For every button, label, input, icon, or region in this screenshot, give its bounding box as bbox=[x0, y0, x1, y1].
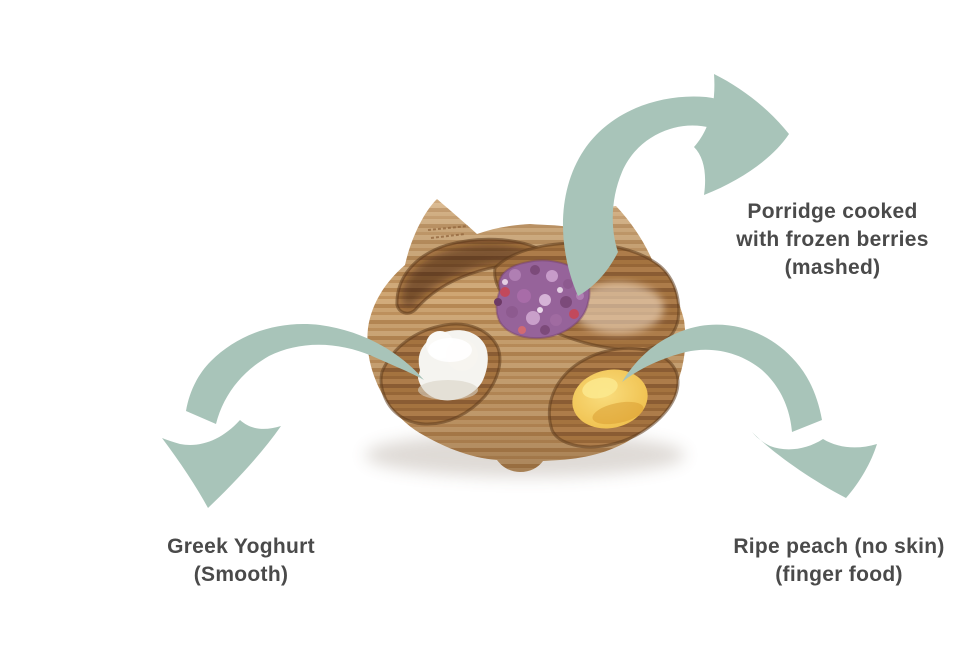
plate bbox=[367, 199, 686, 472]
food-peach bbox=[572, 369, 648, 429]
label-yoghurt-line-2: (Smooth) bbox=[193, 563, 289, 586]
label-porridge-line-2: with frozen berries bbox=[736, 228, 929, 251]
label-yoghurt: Greek Yoghurt (Smooth) bbox=[116, 533, 366, 589]
compartment-top-left-shadow bbox=[402, 244, 533, 307]
ear-engraving bbox=[427, 225, 469, 239]
arrow-peach-head bbox=[752, 432, 877, 498]
arrow-porridge-tail bbox=[562, 96, 746, 296]
label-peach: Ripe peach (no skin) (finger food) bbox=[700, 533, 978, 589]
arrow-peach bbox=[622, 324, 877, 498]
arrow-porridge bbox=[562, 74, 789, 296]
label-peach-line-1: Ripe peach (no skin) bbox=[733, 535, 945, 558]
compartment-glare bbox=[572, 282, 664, 334]
arrow-yoghurt-head bbox=[162, 420, 281, 508]
food-porridge bbox=[494, 259, 591, 340]
arrow-yoghurt-tail bbox=[186, 323, 424, 424]
label-yoghurt-line-1: Greek Yoghurt bbox=[167, 535, 315, 558]
label-porridge-line-3: (mashed) bbox=[784, 256, 881, 279]
arrow-yoghurt bbox=[162, 323, 424, 508]
arrow-porridge-head bbox=[694, 74, 789, 195]
label-porridge-line-1: Porridge cooked bbox=[747, 200, 918, 223]
arrows bbox=[162, 74, 877, 508]
food-yoghurt bbox=[418, 330, 488, 401]
label-porridge: Porridge cooked with frozen berries (mas… bbox=[700, 198, 965, 282]
arrow-peach-tail bbox=[622, 324, 822, 432]
label-peach-line-2: (finger food) bbox=[775, 563, 903, 586]
